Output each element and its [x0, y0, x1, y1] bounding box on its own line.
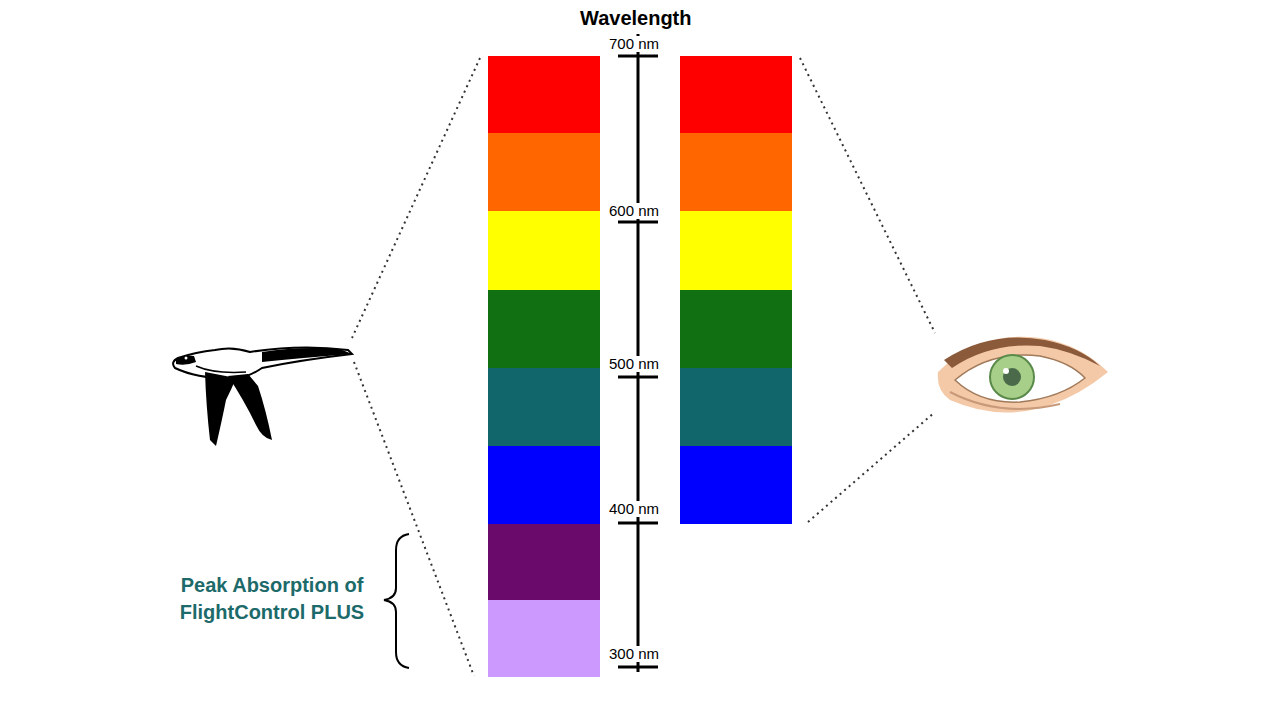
- tick-label: 700 nm: [608, 36, 660, 52]
- human-spectrum: [680, 56, 792, 524]
- bird-spectrum: [488, 56, 600, 677]
- axis-title: Wavelength: [580, 7, 692, 29]
- human-eye: [938, 337, 1108, 413]
- goose-figure: [173, 347, 352, 446]
- absorption-note: Peak Absorption of FlightControl PLUS: [167, 572, 377, 626]
- tick-label: 500 nm: [608, 356, 660, 372]
- leader-lines: [352, 58, 935, 676]
- tick-label: 300 nm: [608, 646, 660, 662]
- tick-label: 400 nm: [608, 501, 660, 517]
- wavelength-axis: [618, 34, 658, 672]
- tick-label: 600 nm: [608, 203, 660, 219]
- bracket: [384, 534, 409, 668]
